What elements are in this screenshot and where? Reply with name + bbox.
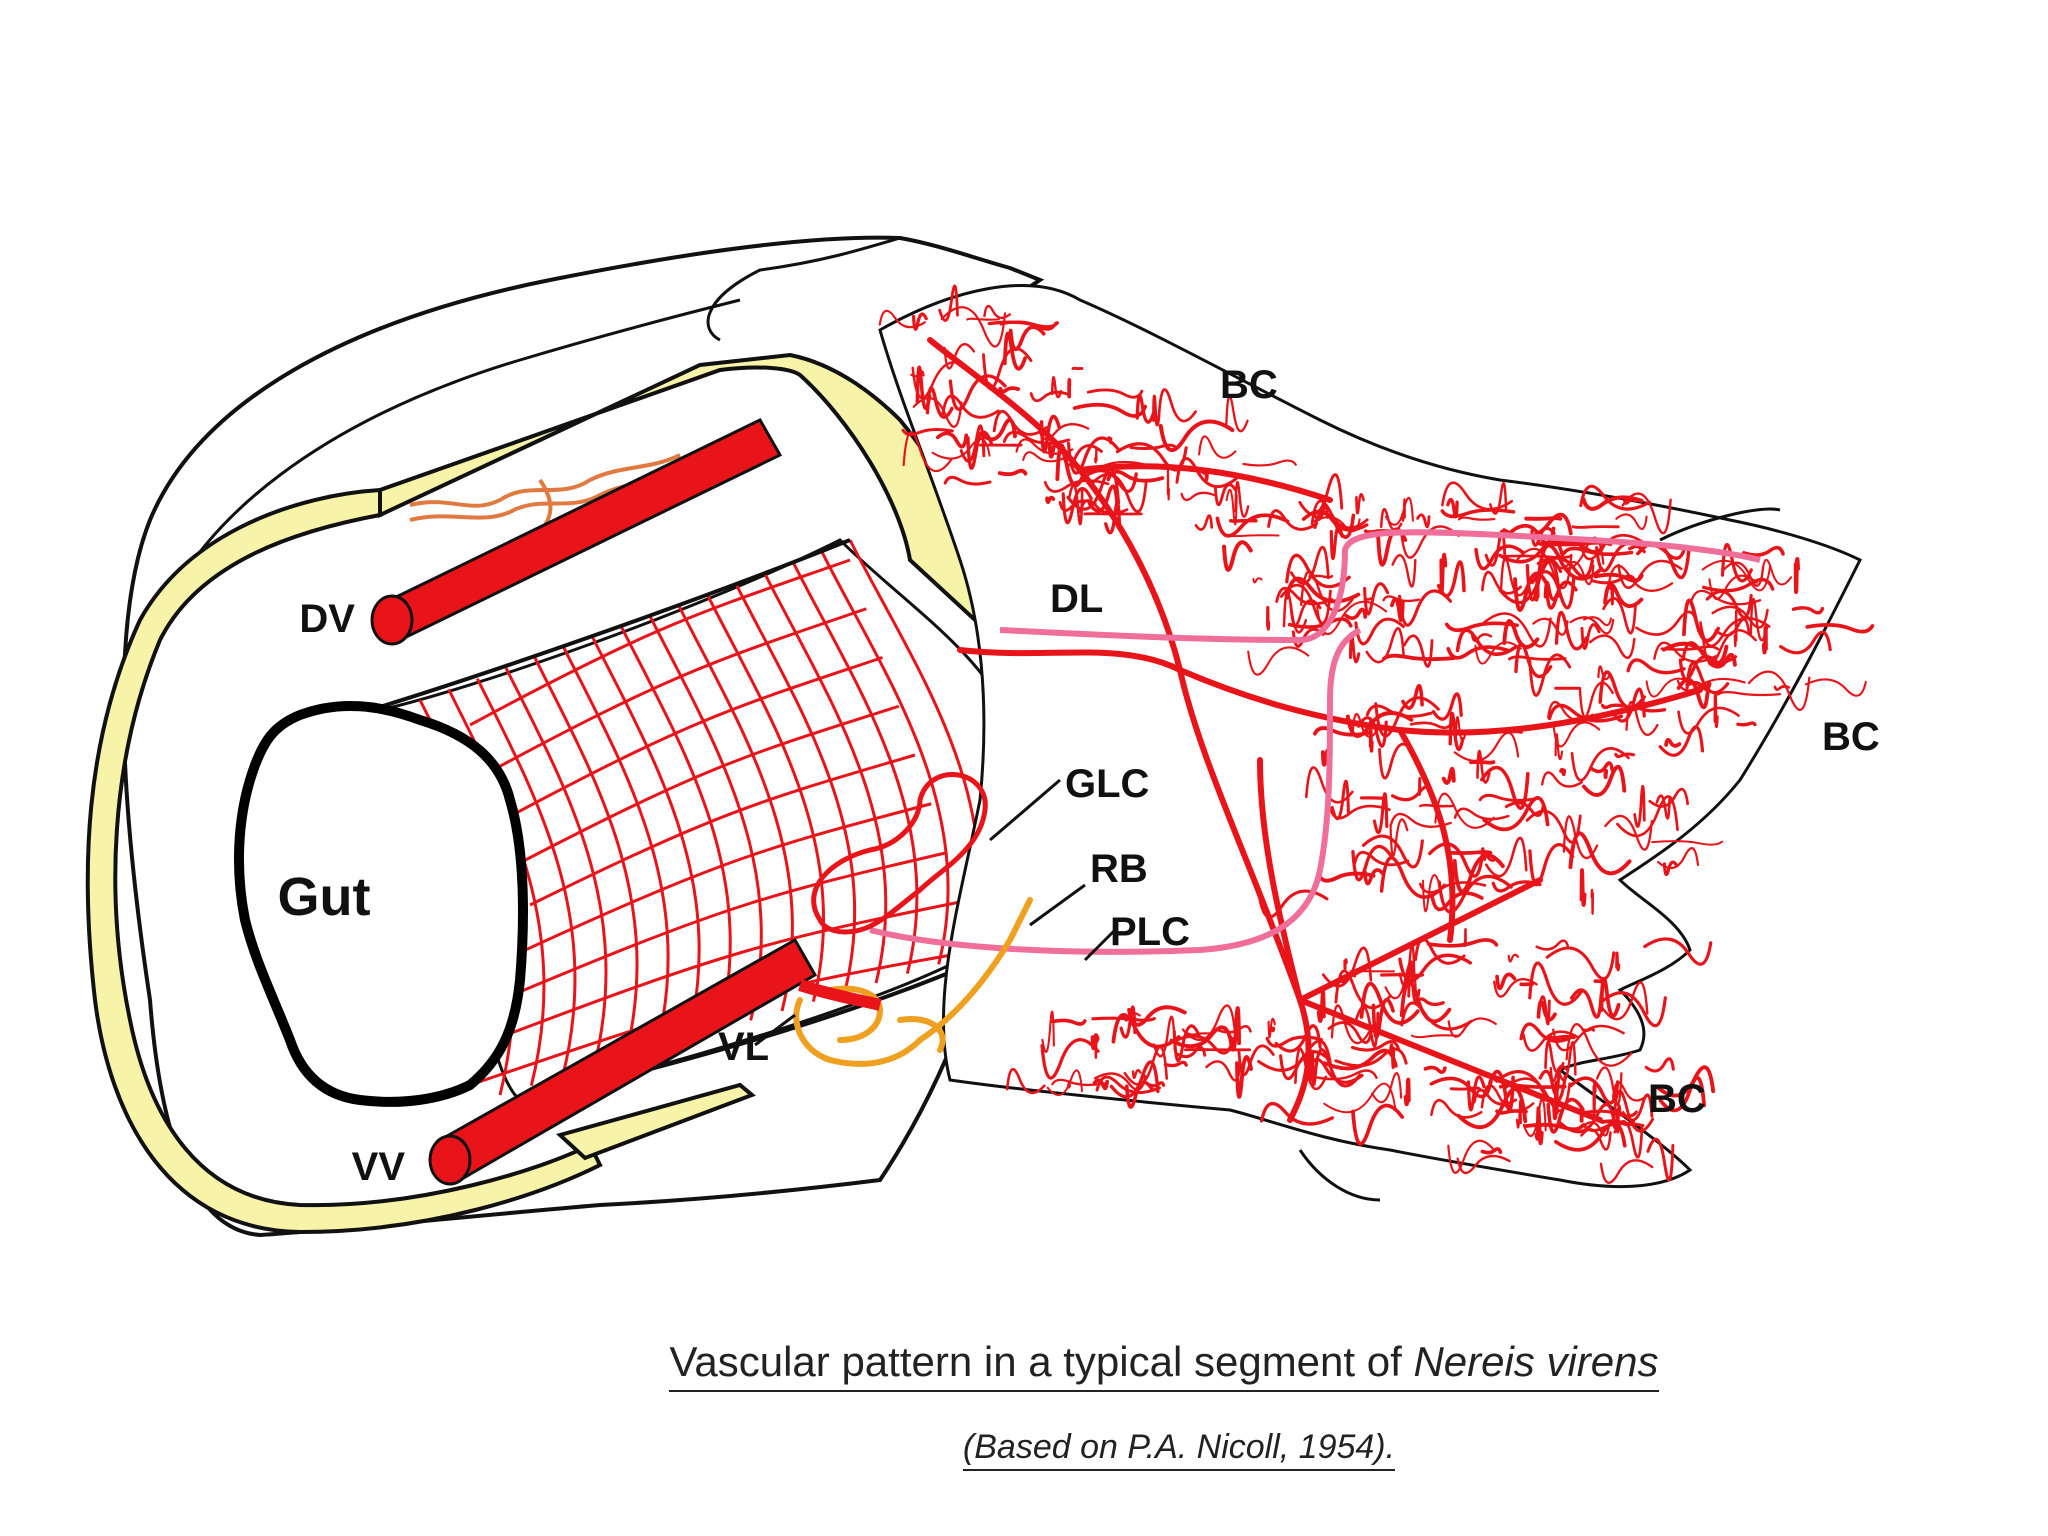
capillary-branch: [1573, 527, 1618, 528]
capillary-branch: [1594, 1082, 1595, 1114]
capillary-branch: [1715, 693, 1717, 726]
capillary-branch: [1617, 953, 1619, 970]
glc-label: GLC: [1065, 762, 1149, 806]
capillary-branch: [1582, 870, 1585, 905]
capillary-branch: [967, 319, 999, 320]
capillary-branch: [1406, 1080, 1409, 1105]
capillary-branch: [1605, 771, 1606, 778]
rb-label: RB: [1090, 847, 1148, 891]
bc-top-label: BC: [1220, 363, 1278, 407]
caption-title-main: Vascular pattern in a typical segment of: [669, 1338, 1413, 1385]
bc-bottom-label: BC: [1648, 1077, 1706, 1121]
capillary-branch: [1268, 607, 1269, 629]
parapodium-spur-bottom: [1300, 1150, 1380, 1200]
capillary-branch: [1738, 723, 1755, 725]
plc-label: PLC: [1110, 910, 1190, 954]
bc-right-label: BC: [1822, 715, 1880, 759]
caption-title: Vascular pattern in a typical segment of…: [0, 1338, 2048, 1392]
gut-label: Gut: [278, 867, 371, 927]
vl-label: VL: [718, 1025, 769, 1069]
capillary-branch: [1592, 890, 1593, 914]
capillary-branch: [1382, 975, 1423, 976]
capillary-branch: [1068, 1082, 1069, 1087]
capillary-branch: [1497, 1111, 1526, 1113]
caption-source: (Based on P.A. Nicoll, 1954).: [0, 1428, 2048, 1471]
caption-source-text: (Based on P.A. Nicoll, 1954).: [963, 1428, 1395, 1471]
capillary-branch: [1646, 1059, 1673, 1071]
dv-label: DV: [299, 597, 355, 641]
capillary-branch: [1796, 559, 1798, 592]
capillary-branch: [1271, 1028, 1273, 1030]
capillary-branch: [1806, 679, 1866, 695]
capillary-branch: [1229, 535, 1279, 536]
capillary-branch: [1168, 465, 1169, 499]
capillary-branch: [1095, 448, 1096, 462]
caption-title-species: Nereis virens: [1413, 1338, 1658, 1385]
capillary-branch: [1449, 852, 1491, 853]
capillary-branch: [1345, 959, 1347, 969]
capillary-branch: [1502, 556, 1571, 558]
vv-label: VV: [352, 1145, 406, 1189]
dl-label: DL: [1050, 577, 1103, 621]
capillary-branch: [1366, 598, 1372, 599]
